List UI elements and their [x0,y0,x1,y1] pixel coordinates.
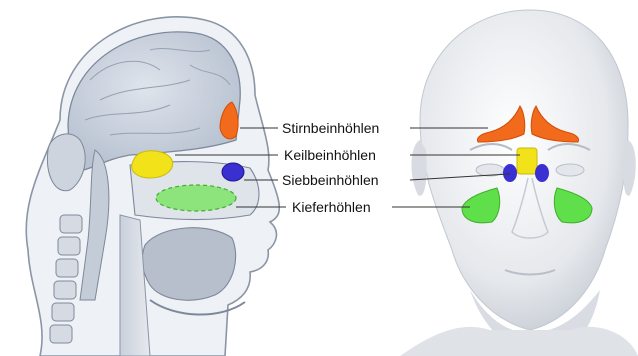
label-ethmoid-sinus: Siebbeinhöhlen [282,172,379,188]
ethmoid-sinus-left [503,164,517,182]
tongue [142,228,235,300]
ethmoid-sinus-side [222,163,244,181]
sphenoid-sinus-side [132,151,173,178]
label-sphenoid-sinus: Keilbeinhöhlen [284,147,376,163]
right-ear [623,140,636,196]
maxillary-sinus-side [156,185,236,211]
label-frontal-sinus: Stirnbeinhöhlen [282,120,379,136]
left-ear [411,140,426,196]
sphenoid-sinus-front [517,148,537,174]
shoulder [400,327,638,356]
ethmoid-sinus-right [535,164,549,182]
label-maxillary-sinus: Kieferhöhlen [292,199,371,215]
